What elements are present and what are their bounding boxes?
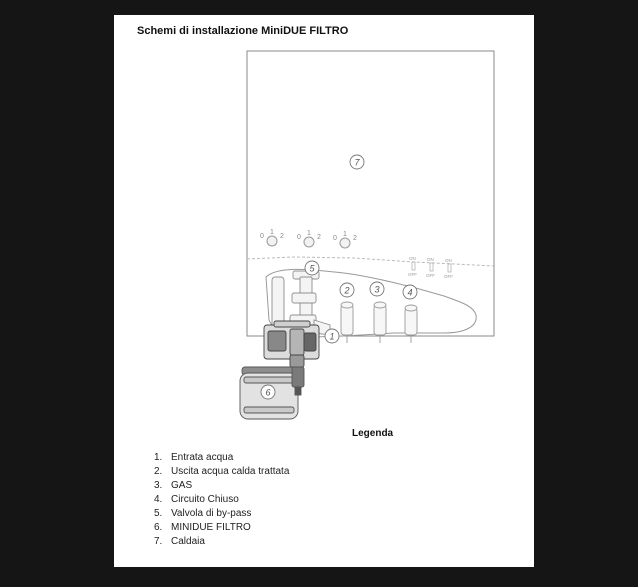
page-title: Schemi di installazione MiniDUE FILTRO	[137, 25, 349, 37]
legend-list: 1. Entrata acqua 2. Uscita acqua calda tra…	[154, 451, 289, 549]
svg-text:2: 2	[280, 233, 284, 240]
switch-1: ON OFF	[408, 256, 417, 277]
callout-6: 6	[260, 384, 276, 400]
callout-4: 4	[402, 284, 418, 300]
svg-text:OFF: OFF	[408, 272, 417, 277]
legend-item-label: Valvola di by-pass	[171, 508, 252, 519]
bypass-valve	[263, 320, 320, 368]
legend-item-number: 3.	[154, 480, 163, 491]
svg-text:1: 1	[343, 231, 347, 238]
legend-item-label: Circuito Chiuso	[171, 494, 239, 505]
dial-2: 0 1 2	[297, 230, 321, 248]
legend-item: 5. Valvola di by-pass	[154, 507, 289, 521]
svg-text:0: 0	[297, 234, 301, 241]
switch-3: ON OFF	[444, 258, 453, 279]
switch-2: ON OFF	[426, 257, 435, 278]
svg-text:2: 2	[317, 234, 321, 241]
pipe-fittings	[340, 301, 418, 343]
svg-text:1: 1	[329, 332, 334, 342]
svg-text:OFF: OFF	[444, 274, 453, 279]
svg-text:ON: ON	[445, 258, 452, 263]
dial-3: 0 1 2	[333, 231, 357, 249]
legend-item-number: 5.	[154, 508, 163, 519]
dial-1: 0 1 2	[260, 229, 284, 247]
inlet-pipe	[271, 270, 331, 336]
document-page: Schemi di installazione MiniDUE FILTRO 0…	[114, 15, 534, 567]
svg-text:ON: ON	[409, 256, 416, 261]
callout-1: 1	[324, 328, 340, 344]
callout-5: 5	[304, 260, 320, 276]
legend-item-number: 6.	[154, 522, 163, 533]
legend-item-label: Entrata acqua	[171, 452, 234, 463]
svg-text:2: 2	[343, 286, 349, 296]
svg-text:1: 1	[307, 230, 311, 237]
svg-text:1: 1	[270, 229, 274, 236]
svg-text:2: 2	[353, 235, 357, 242]
legend-item: 2. Uscita acqua calda trattata	[154, 465, 289, 479]
callout-7: 7	[349, 154, 365, 170]
svg-text:5: 5	[309, 264, 315, 274]
legend-item: 4. Circuito Chiuso	[154, 493, 289, 507]
svg-text:ON: ON	[427, 257, 434, 262]
legend-title: Legenda	[352, 428, 394, 439]
svg-text:OFF: OFF	[426, 273, 435, 278]
legend-item: 1. Entrata acqua	[154, 451, 289, 465]
legend-item-label: GAS	[171, 480, 193, 491]
svg-text:4: 4	[407, 288, 412, 298]
legend-item: 3. GAS	[154, 479, 289, 493]
callout-2: 2	[339, 282, 355, 298]
svg-text:3: 3	[374, 285, 379, 295]
control-panel-line	[246, 256, 495, 267]
svg-text:0: 0	[260, 233, 264, 240]
svg-text:7: 7	[354, 158, 360, 168]
legend-item: 7. Caldaia	[154, 535, 289, 549]
legend-item-label: Uscita acqua calda trattata	[171, 466, 290, 477]
legend-item-number: 2.	[154, 466, 163, 477]
svg-text:6: 6	[265, 388, 270, 398]
legend-item-number: 1.	[154, 452, 163, 463]
legend-item-number: 7.	[154, 536, 163, 547]
installation-diagram: 0 1 2 0 1 2 0 1 2 ON OFF ON OFF ON	[239, 50, 495, 420]
svg-text:0: 0	[333, 235, 337, 242]
legend-item-label: MINIDUE FILTRO	[171, 522, 251, 533]
legend-item: 6. MINIDUE FILTRO	[154, 521, 289, 535]
legend-item-label: Caldaia	[171, 536, 205, 547]
legend-item-number: 4.	[154, 494, 163, 505]
callout-3: 3	[369, 281, 385, 297]
